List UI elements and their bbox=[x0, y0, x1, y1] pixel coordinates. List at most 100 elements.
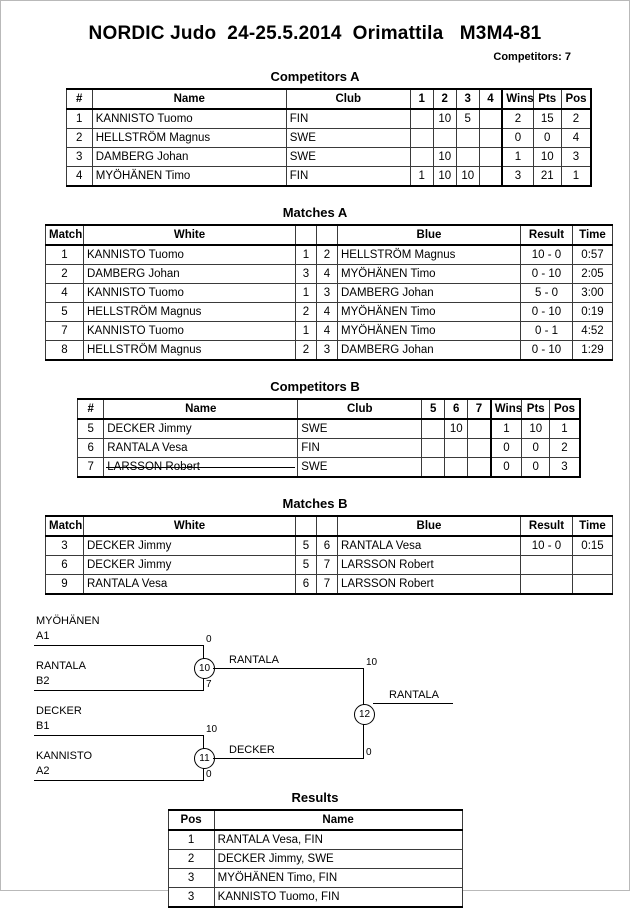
bracket-entrant-seed: B1 bbox=[36, 720, 50, 732]
cell-score-1 bbox=[409, 128, 434, 148]
cell-blue-num: 4 bbox=[316, 302, 338, 322]
cell-match: 9 bbox=[45, 574, 84, 595]
cell-name: MYÖHÄNEN Timo bbox=[91, 166, 287, 187]
col-header-score-4: 4 bbox=[478, 88, 503, 110]
col-header-pts: Pts bbox=[532, 88, 562, 110]
col-header-wins: Wins bbox=[501, 88, 534, 110]
cell-score-6: 10 bbox=[444, 418, 469, 439]
cell-score-1 bbox=[409, 147, 434, 167]
cell-blue: RANTALA Vesa bbox=[337, 535, 521, 556]
cell-club: SWE bbox=[285, 128, 411, 148]
cell-club: FIN bbox=[285, 108, 411, 129]
cell-pos: 1 bbox=[560, 166, 593, 187]
cell-white: KANNISTO Tuomo bbox=[83, 283, 296, 303]
col-header-score-2: 2 bbox=[432, 88, 457, 110]
table-row: 7 KANNISTO Tuomo 1 4 MYÖHÄNEN Timo 0 - 1… bbox=[45, 321, 613, 341]
col-header-num: # bbox=[77, 398, 105, 420]
table-row: 9 RANTALA Vesa 6 7 LARSSON Robert bbox=[45, 574, 613, 595]
cell-result: 10 - 0 bbox=[520, 244, 573, 265]
cell-white-num: 2 bbox=[295, 340, 317, 361]
cell-blue-num: 3 bbox=[316, 283, 338, 303]
cell-pos: 2 bbox=[167, 849, 215, 869]
cell-wins: 1 bbox=[501, 147, 534, 167]
bracket-line bbox=[34, 735, 203, 736]
col-header-blue: Blue bbox=[337, 224, 521, 246]
section-heading-competitors-b: Competitors B bbox=[270, 379, 360, 394]
cell-wins: 0 bbox=[501, 128, 534, 148]
cell-wins: 0 bbox=[489, 438, 523, 458]
page-title: NORDIC Judo 24-25.5.2014 Orimattila M3M4… bbox=[88, 23, 542, 44]
table-header-row: # Name Club 1 2 3 4 Wins Pts Pos bbox=[65, 88, 593, 110]
table-header-row: Match White Blue Result Time bbox=[45, 515, 613, 537]
col-header-match: Match bbox=[45, 224, 84, 246]
cell-pts: 0 bbox=[521, 438, 551, 458]
table-row: 3 DECKER Jimmy 5 6 RANTALA Vesa 10 - 0 0… bbox=[45, 535, 613, 556]
col-header-name: Name bbox=[213, 809, 463, 831]
table-row: 2 HELLSTRÖM Magnus SWE 0 0 4 bbox=[65, 128, 593, 148]
matches-b-table: Match White Blue Result Time 3 DECKER Ji… bbox=[45, 515, 613, 595]
cell-time: 3:00 bbox=[572, 283, 613, 303]
elimination-bracket: MYÖHÄNEN A1 0 RANTALA B2 7 10 RANTALA 10… bbox=[1, 609, 629, 784]
cell-name: HELLSTRÖM Magnus bbox=[91, 128, 287, 148]
bracket-line bbox=[373, 703, 453, 704]
cell-num: 1 bbox=[65, 108, 93, 129]
cell-score-7 bbox=[467, 457, 492, 478]
cell-name: KANNISTO Tuomo, FIN bbox=[213, 887, 463, 908]
table-row: 1 RANTALA Vesa, FIN bbox=[167, 829, 463, 850]
cell-score-5 bbox=[421, 457, 446, 478]
cell-score-2: 10 bbox=[432, 147, 457, 167]
cell-club: FIN bbox=[285, 166, 411, 187]
cell-blue: LARSSON Robert bbox=[337, 555, 521, 575]
cell-pts: 0 bbox=[532, 128, 562, 148]
cell-name: DECKER Jimmy, SWE bbox=[213, 849, 463, 869]
cell-name: DAMBERG Johan bbox=[91, 147, 287, 167]
cell-score-3: 5 bbox=[455, 108, 480, 129]
cell-score-6 bbox=[444, 438, 469, 458]
table-row: 4 MYÖHÄNEN Timo FIN 1 10 10 3 21 1 bbox=[65, 166, 593, 187]
table-row: 3 KANNISTO Tuomo, FIN bbox=[167, 887, 463, 908]
bracket-score: 0 bbox=[366, 747, 372, 758]
section-heading-competitors-a: Competitors A bbox=[270, 69, 360, 84]
section-heading-matches-b: Matches B bbox=[282, 496, 348, 511]
col-header-result: Result bbox=[520, 224, 573, 246]
cell-pos: 3 bbox=[560, 147, 593, 167]
col-header-club: Club bbox=[285, 88, 411, 110]
cell-result: 0 - 10 bbox=[520, 302, 573, 322]
cell-blue-num: 3 bbox=[316, 340, 338, 361]
cell-match: 1 bbox=[45, 244, 84, 265]
table-row: 2 DECKER Jimmy, SWE bbox=[167, 849, 463, 869]
col-header-score-1: 1 bbox=[409, 88, 434, 110]
cell-result: 0 - 10 bbox=[520, 264, 573, 284]
col-header-score-6: 6 bbox=[444, 398, 469, 420]
col-header-score-3: 3 bbox=[455, 88, 480, 110]
cell-result bbox=[520, 555, 573, 575]
cell-score-4 bbox=[478, 108, 503, 129]
col-header-blue-num bbox=[316, 224, 338, 246]
bracket-line bbox=[34, 690, 203, 691]
cell-white: KANNISTO Tuomo bbox=[83, 244, 296, 265]
cell-result: 0 - 1 bbox=[520, 321, 573, 341]
table-row: 4 KANNISTO Tuomo 1 3 DAMBERG Johan 5 - 0… bbox=[45, 283, 613, 303]
cell-white-num: 5 bbox=[295, 535, 317, 556]
table-row: 5 DECKER Jimmy SWE 10 1 10 1 bbox=[77, 418, 581, 439]
col-header-white: White bbox=[83, 515, 296, 537]
matches-a-table: Match White Blue Result Time 1 KANNISTO … bbox=[45, 224, 613, 361]
table-row: 8 HELLSTRÖM Magnus 2 3 DAMBERG Johan 0 -… bbox=[45, 340, 613, 361]
col-header-time: Time bbox=[572, 515, 613, 537]
col-header-num: # bbox=[65, 88, 93, 110]
cell-pos: 3 bbox=[167, 887, 215, 908]
cell-pts: 21 bbox=[532, 166, 562, 187]
table-row: 1 KANNISTO Tuomo 1 2 HELLSTRÖM Magnus 10… bbox=[45, 244, 613, 265]
table-row: 1 KANNISTO Tuomo FIN 10 5 2 15 2 bbox=[65, 108, 593, 129]
cell-time bbox=[572, 555, 613, 575]
col-header-pts: Pts bbox=[521, 398, 551, 420]
section-heading-matches-a: Matches A bbox=[282, 205, 348, 220]
cell-num: 3 bbox=[65, 147, 93, 167]
cell-white-num: 5 bbox=[295, 555, 317, 575]
bracket-champion-name: RANTALA bbox=[389, 689, 439, 701]
cell-white: HELLSTRÖM Magnus bbox=[83, 340, 296, 361]
cell-pos: 1 bbox=[167, 829, 215, 850]
cell-blue-num: 4 bbox=[316, 321, 338, 341]
cell-score-7 bbox=[467, 438, 492, 458]
col-header-pos: Pos bbox=[560, 88, 593, 110]
